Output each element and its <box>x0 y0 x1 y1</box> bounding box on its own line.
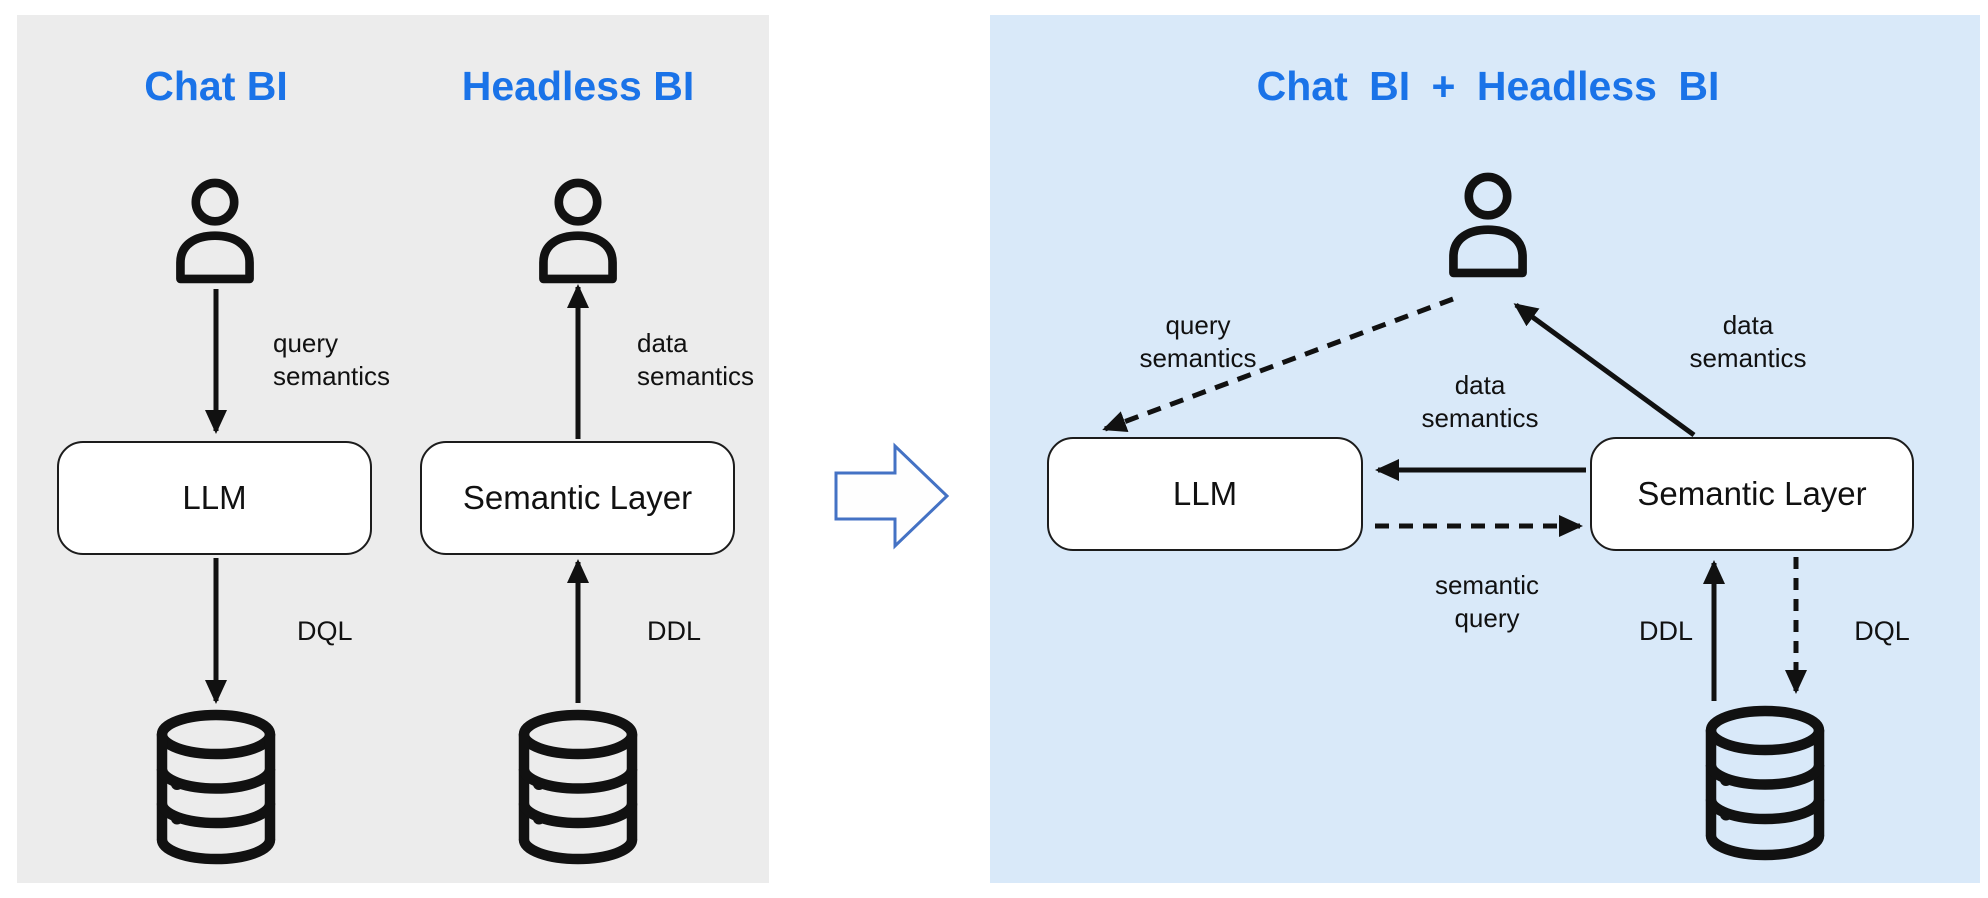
headless-bi-title: Headless BI <box>461 63 695 109</box>
database-icon <box>156 709 276 865</box>
combined-arrows-layer <box>1102 296 1807 701</box>
query-semantics-label: query semantics <box>1139 310 1257 373</box>
database-icon <box>1705 705 1825 861</box>
before-panel: Chat BI Headless BI LLM Semantic Layer <box>17 15 769 883</box>
user-icon <box>1449 172 1527 278</box>
dql-label: DQL <box>297 616 353 646</box>
data-semantics-label: data semantics <box>637 328 755 391</box>
combined-title: Chat BI + Headless BI <box>1256 63 1720 109</box>
llm-node: LLM <box>57 441 372 555</box>
combined-panel: Chat BI + Headless BI LLM Semantic Layer… <box>990 15 1980 883</box>
user-icon <box>176 178 254 284</box>
chat-bi-title: Chat BI <box>144 63 288 109</box>
user-to-llm-dashed-arrow <box>1102 296 1454 432</box>
llm-node: LLM <box>1047 437 1363 551</box>
semantic-query-label: semantic query <box>1434 570 1540 633</box>
semantic-layer-node: Semantic Layer <box>1590 437 1914 551</box>
ddl-label: DDL <box>647 616 702 646</box>
transform-right-arrow-icon <box>834 442 950 550</box>
user-icon <box>539 178 617 284</box>
semantic-layer-to-user-arrow <box>1513 302 1696 438</box>
semantic-layer-node: Semantic Layer <box>420 441 735 555</box>
data-semantics-user-label: data semantics <box>1689 310 1807 373</box>
query-semantics-label: query semantics <box>273 328 391 391</box>
database-icon <box>518 709 638 865</box>
data-semantics-mid-label: data semantics <box>1421 370 1539 433</box>
dql-label: DQL <box>1854 616 1910 646</box>
ddl-label: DDL <box>1638 616 1693 646</box>
before-arrows-layer <box>205 284 589 704</box>
